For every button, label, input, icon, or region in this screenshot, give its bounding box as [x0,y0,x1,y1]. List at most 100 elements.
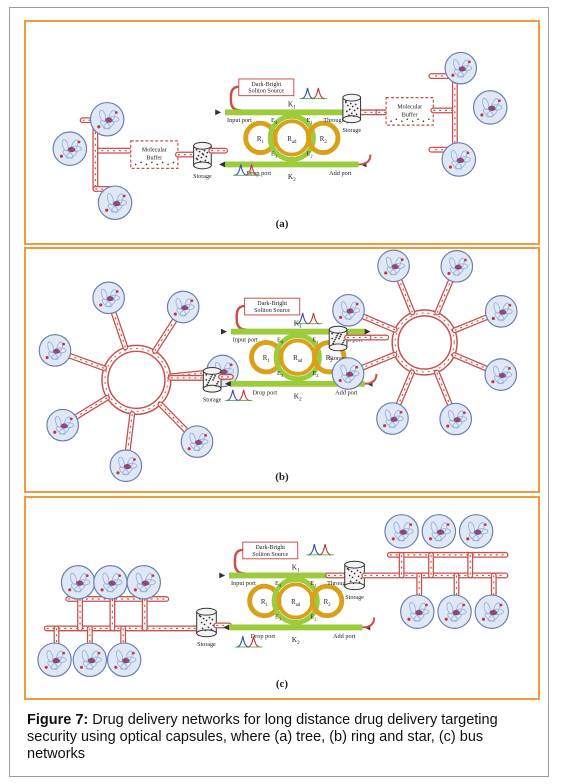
buffer-particle [422,120,425,122]
storage-particle [331,332,334,335]
buffer-label: Molecular [142,148,167,154]
storage-particle [215,384,217,387]
storage-particle [331,337,334,340]
field-e1-label: E1 [306,117,312,125]
storage-particle [345,110,348,113]
cell-icon [126,565,162,600]
cell-dot [85,574,89,578]
cell-nucleus [498,372,506,378]
cell-nucleus [346,371,354,377]
cell-organelle [496,375,508,385]
cell-nucleus [474,529,482,535]
storage-particle [356,107,359,110]
cell-dot [115,290,119,293]
cell-dot [446,523,450,527]
cell-organelle [393,521,401,534]
cell-icon [400,594,435,629]
storage-particle [353,572,356,575]
cell-dot [462,411,466,415]
figure-caption: Figure 7: Drug delivery networks for lon… [27,712,537,763]
drop-port-label: Drop port [247,170,272,177]
cell-nucleus [489,609,498,616]
storage-particle [201,152,204,155]
field-e4-label: E4 [277,336,284,344]
cell-dot [355,365,359,369]
upper-waveguide [229,572,363,579]
storage-particle [358,581,361,584]
storage-particle [205,378,208,381]
cell-icon [439,402,473,436]
cell-organelle [65,150,78,159]
cell-dot [229,363,233,367]
cell-organelle [69,572,77,585]
ring-r1-label: R1 [263,355,271,364]
cell-dot [97,125,101,129]
cell-organelle [413,613,425,622]
cell-icon [72,642,108,678]
cell-dot [187,447,191,451]
storage-particle [346,104,349,107]
storage-particle [212,378,215,381]
field-e3-label: E3 [275,614,282,622]
upper-waveguide [225,109,359,116]
storage-particle [333,340,336,343]
cell-icon [377,249,410,283]
ring-r1-label: R1 [261,599,269,608]
storage-particle [206,151,209,154]
pulse-dark [307,312,320,325]
cell-dot [133,588,137,592]
tube-dots [126,413,133,453]
cell-organelle [99,109,106,122]
cell-organelle [486,108,498,118]
storage-drum-icon [202,367,222,393]
input-port-label: Input port [231,580,256,587]
storage-top [328,325,348,334]
cell-organelle [104,299,116,308]
storage-particle [347,114,350,117]
storage-particle [340,333,342,336]
storage-particle [211,618,214,621]
cell-nucleus [456,157,465,164]
storage-particle [200,156,203,159]
storage-particle [350,112,353,115]
tube-dots [398,278,413,313]
tube-dots [160,404,188,433]
cell-nucleus [458,66,466,72]
cell-icon [444,51,478,85]
tube-dots [360,315,395,331]
storage-particle [351,576,354,579]
storage-particle [337,332,339,335]
cell-organelle [54,416,62,428]
cell-dot [62,342,66,346]
cell-organelle [179,308,190,317]
ring-rad-label: Rad [287,136,297,145]
cell-dot [481,617,486,621]
arrow-icon [224,380,231,387]
storage-particle [348,108,351,111]
buffer-particle [406,118,409,121]
storage-particle [360,577,363,580]
cell-organelle [454,160,466,170]
storage-particle [203,623,206,626]
cell-dot [45,355,49,360]
field-e2-label: E2 [310,614,316,622]
cell-dot [444,617,448,621]
caption-label: Figure 7: [27,712,89,728]
storage-particle [351,105,354,108]
through-port-label: Through port [327,580,360,587]
cell-organelle [175,297,183,310]
cell-organelle [189,432,196,445]
storage-particle [338,337,340,340]
cell-dot [105,208,109,212]
panel-a-diagram: MolecularBufferStorageDark-BrightSoliton… [52,51,508,221]
cell-nucleus [113,200,121,207]
cell-dot [339,315,343,319]
cell-icon [106,642,142,678]
coupler-k1-label: K1 [288,99,296,110]
cell-icon [52,131,88,166]
storage-particle [355,113,358,116]
cell-dot [151,574,155,578]
